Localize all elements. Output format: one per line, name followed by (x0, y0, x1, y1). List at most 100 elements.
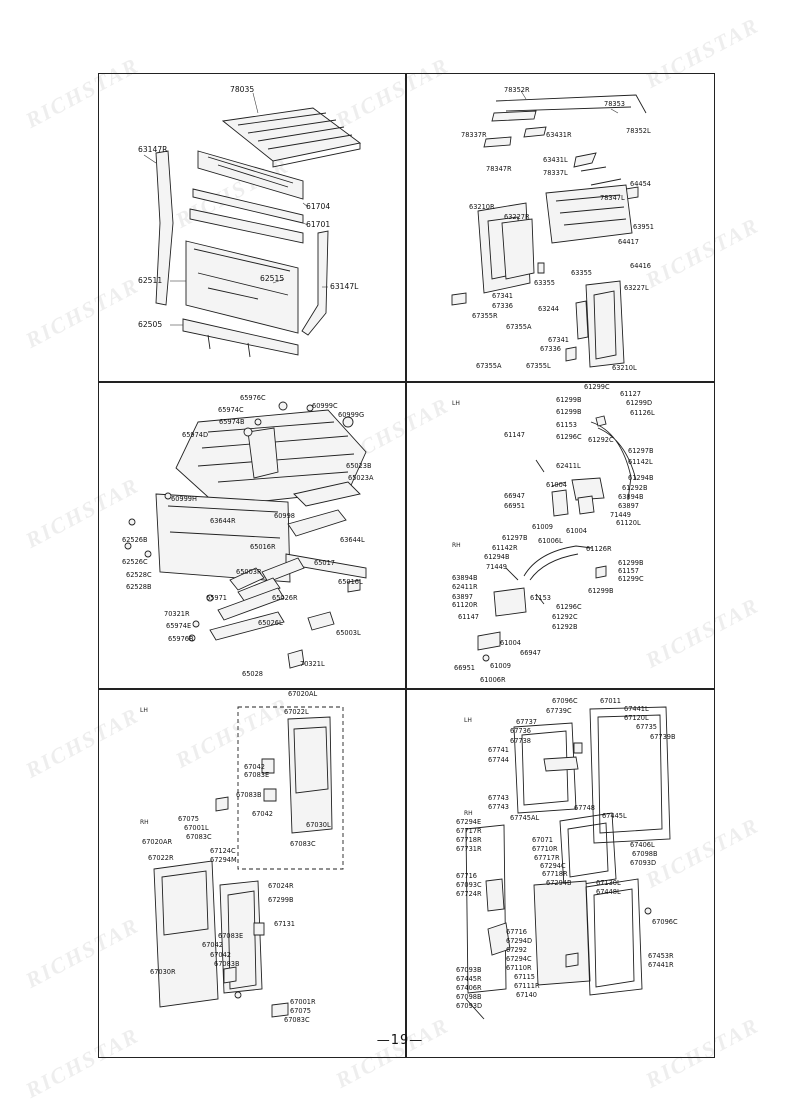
part-number: 63227R (504, 213, 530, 221)
part-number: 62411L (556, 462, 581, 470)
part-number: 78337L (543, 169, 568, 177)
part-number: 67748 (574, 804, 595, 812)
part-number: 60999H (171, 495, 197, 503)
part-number: 65974C (218, 406, 244, 414)
part-number: 67110R (506, 964, 532, 972)
part-number: 62526B (122, 536, 148, 544)
part-number: 61126L (630, 409, 655, 417)
part-number: 67716 (506, 928, 527, 936)
part-number: 61004 (546, 481, 567, 489)
part-number: 71449 (486, 563, 507, 571)
part-number: 67336 (540, 345, 561, 353)
part-number: 67724R (456, 890, 482, 898)
part-number: 65974E (166, 622, 192, 630)
part-number: 62526C (122, 558, 148, 566)
part-number: 67294M (210, 856, 237, 864)
part-number: 78353 (604, 100, 625, 108)
part-number: 61120L (616, 519, 641, 527)
column-divider (405, 73, 407, 1058)
part-number: 61004 (566, 527, 587, 535)
part-number: 78035 (230, 85, 255, 94)
part-number: 61009 (532, 523, 553, 531)
doors-drawing (153, 706, 344, 1018)
part-number: 67710R (532, 845, 558, 853)
part-number: 63147R (138, 145, 168, 154)
part-number: 61294B (628, 474, 654, 482)
part-number: 67738 (510, 737, 531, 745)
part-number: 63147L (330, 282, 359, 291)
part-number: 61147 (504, 431, 525, 439)
part-number: 61292B (622, 484, 648, 492)
part-number: 63894B (618, 493, 644, 501)
part-number: 65023A (348, 474, 374, 482)
part-number: 67096C (652, 918, 678, 926)
part-number: 67294C (506, 955, 532, 963)
part-number: 64454 (630, 180, 651, 188)
part-number: 67336 (492, 302, 513, 310)
part-number: 61127 (620, 390, 641, 398)
part-number: 61292C (552, 613, 578, 621)
row-divider (98, 688, 715, 690)
part-number: 67001R (290, 998, 316, 1006)
part-number: 67130L (596, 879, 621, 887)
part-number: 67083C (284, 1016, 310, 1024)
part-number: 61704 (306, 202, 331, 211)
part-number: 63897 (452, 593, 473, 601)
part-number: 64417 (618, 238, 639, 246)
part-number: 67736 (510, 727, 531, 735)
part-number: 67111R (514, 982, 540, 990)
part-number: 61292C (588, 436, 614, 444)
side-label: RH (452, 542, 461, 549)
part-number: 65971 (206, 594, 227, 602)
part-number: 63355 (534, 279, 555, 287)
part-number: 63894B (452, 574, 478, 582)
part-number: 78352L (626, 127, 651, 135)
part-number: 67737 (516, 718, 537, 726)
part-number: 63210R (469, 203, 495, 211)
part-number: 67083C (290, 840, 316, 848)
part-number: 63644R (210, 517, 236, 525)
part-number: 67083C (186, 833, 212, 841)
part-number: 67020AL (288, 690, 318, 698)
part-number: 64416 (630, 262, 651, 270)
side-label: LH (452, 400, 460, 407)
part-number: 62511 (138, 276, 163, 285)
part-number: 61147 (458, 613, 479, 621)
part-number: 67718R (456, 836, 482, 844)
part-number: 66947 (504, 492, 525, 500)
part-number: 61299B (556, 396, 582, 404)
part-number: 67115 (514, 973, 535, 981)
part-number: 67083E (244, 771, 270, 779)
part-number: 63644L (340, 536, 365, 544)
part-number: 65976B (168, 635, 194, 643)
part-number: 67745AL (510, 814, 540, 822)
part-number: 63951 (633, 223, 654, 231)
part-number: 61299C (584, 383, 610, 391)
page-number: —19— (376, 1033, 424, 1048)
part-number: 67341 (548, 336, 569, 344)
part-number: 62528B (126, 583, 152, 591)
part-number: 65028 (242, 670, 263, 678)
part-number: 67735 (636, 723, 657, 731)
part-number: 65016L (338, 578, 363, 586)
part-number: 67071 (532, 836, 553, 844)
part-number: 61126R (586, 545, 612, 553)
part-number: 67042 (252, 810, 273, 818)
side-label: RH (140, 819, 149, 826)
part-number: 67717R (456, 827, 482, 835)
part-number: 61299D (626, 399, 653, 407)
part-number: 62411R (452, 583, 478, 591)
part-number: 67294D (506, 937, 533, 945)
part-number: 61142R (492, 544, 518, 552)
part-number: 65023B (346, 462, 372, 470)
part-number: 67441R (648, 961, 674, 969)
part-number: 67083E (218, 932, 244, 940)
part-number: 67022R (148, 854, 174, 862)
part-number: 67355L (526, 362, 551, 370)
panel-cab-roof-back: 78035 63147R 61704 61701 62515 62511 631… (98, 73, 405, 381)
part-number: 61006R (480, 676, 506, 684)
part-number: 67131 (274, 920, 295, 928)
panel-rear-quarter: 78352R 78353 78337R 63431R 78352L 78347R… (406, 73, 715, 381)
part-number: 67355A (476, 362, 502, 370)
part-number: 67743 (488, 794, 509, 802)
